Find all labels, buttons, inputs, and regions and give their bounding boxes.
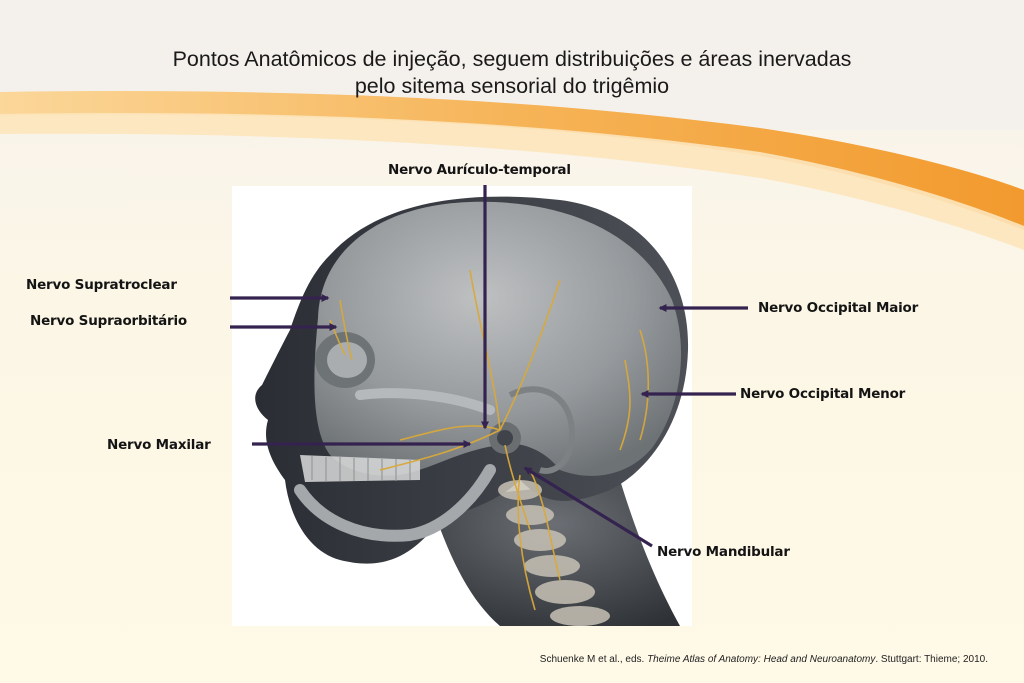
label-supraorbitario: Nervo Supraorbitário xyxy=(30,313,187,329)
neck xyxy=(430,480,680,626)
label-mandibular: Nervo Mandibular xyxy=(657,544,790,560)
label-occipital-menor: Nervo Occipital Menor xyxy=(740,386,906,402)
label-supratroclear: Nervo Supratroclear xyxy=(26,277,177,293)
teeth xyxy=(300,455,420,482)
citation-book: Theime Atlas of Anatomy: Head and Neuroa… xyxy=(647,654,876,665)
citation-prefix: Schuenke M et al., eds. xyxy=(539,654,648,665)
citation: Schuenke M et al., eds. Theime Atlas of … xyxy=(540,654,988,665)
anatomy-illustration xyxy=(232,186,692,626)
pointer-arrows xyxy=(230,185,748,548)
citation-suffix: . Stuttgart: Thieme; 2010. xyxy=(875,654,988,665)
label-auriculo-temporal: Nervo Aurículo-temporal xyxy=(388,162,571,178)
header-banner xyxy=(0,0,1024,250)
skull xyxy=(314,201,682,476)
mandible xyxy=(294,464,496,542)
label-occipital-maior: Nervo Occipital Maior xyxy=(758,300,919,316)
slide-title: Pontos Anatômicos de injeção, seguem dis… xyxy=(0,46,1024,100)
slide-title-line1: Pontos Anatômicos de injeção, seguem dis… xyxy=(172,47,852,71)
label-maxilar: Nervo Maxilar xyxy=(107,437,211,453)
arrow-mandibular xyxy=(523,466,653,548)
slide-title-line2: pelo sitema sensorial do trigêmio xyxy=(354,74,670,98)
